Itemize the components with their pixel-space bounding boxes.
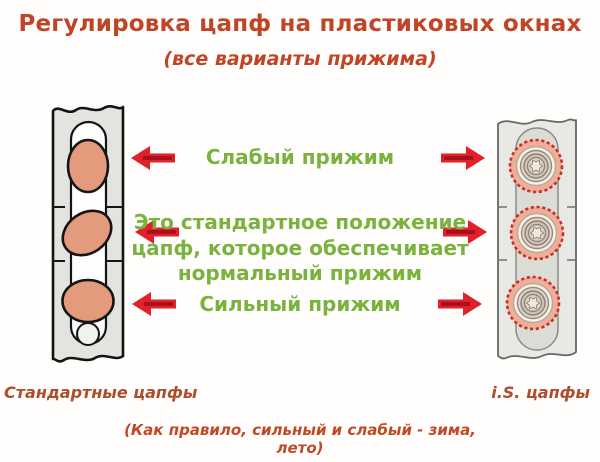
is-pin-strip bbox=[497, 118, 577, 360]
slot-end-hole bbox=[76, 322, 100, 346]
footnote-season-note: (Как правило, сильный и слабый - зима, л… bbox=[124, 421, 476, 457]
caption-is-pins: i.S. цапфы bbox=[491, 383, 590, 402]
caption-standard-pins: Стандартные цапфы bbox=[4, 383, 198, 402]
page-title: Регулировка цапф на пластиковых окнах bbox=[18, 11, 582, 37]
oval-pin-normal bbox=[61, 209, 113, 257]
arrow-left-icon bbox=[131, 145, 175, 171]
label-weak-pressure: Слабый прижим bbox=[205, 145, 395, 169]
page-subtitle: (все варианты прижима) bbox=[163, 48, 437, 70]
torx-socket bbox=[525, 296, 541, 310]
arrow-right-icon bbox=[441, 145, 485, 171]
strip-notches bbox=[498, 206, 576, 261]
torx-socket bbox=[528, 159, 544, 173]
label-strong-pressure: Сильный прижим bbox=[199, 292, 401, 316]
arrow-right-icon bbox=[438, 291, 482, 317]
arrow-left-icon bbox=[135, 219, 179, 245]
arrow-left-icon bbox=[132, 291, 176, 317]
round-pin-strong bbox=[505, 275, 561, 331]
round-pin-weak bbox=[508, 138, 564, 194]
standard-pin-strip bbox=[51, 105, 125, 363]
arrow-right-icon bbox=[443, 219, 487, 245]
round-pin-normal bbox=[509, 205, 565, 261]
oval-pin-weak bbox=[66, 138, 110, 194]
oval-pin-strong bbox=[61, 278, 115, 324]
label-normal-pressure: Это стандартное положение цапф, которое … bbox=[131, 210, 469, 286]
torx-socket bbox=[529, 226, 545, 240]
strip-notches bbox=[53, 206, 123, 262]
